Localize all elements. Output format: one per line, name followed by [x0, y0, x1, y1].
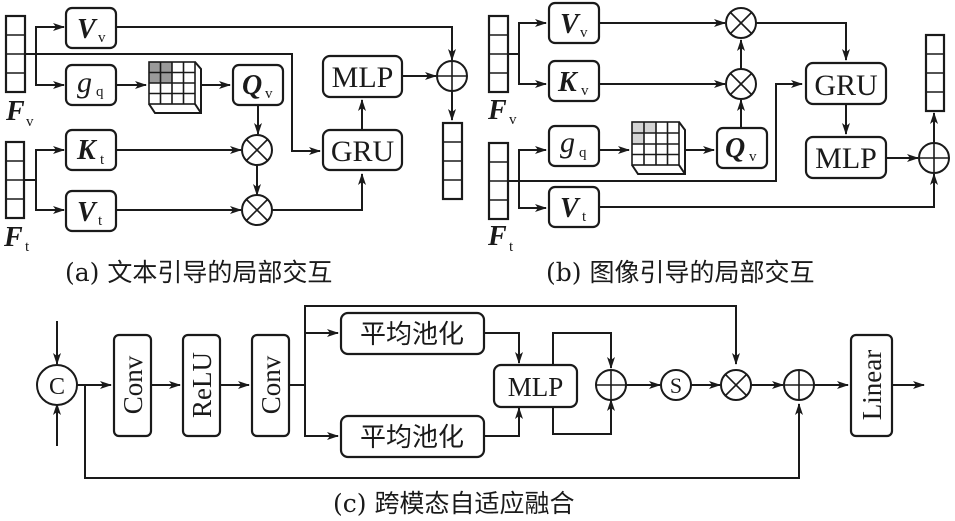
edge-ft-b-to-gq: [508, 146, 547, 182]
edge-vt-b-to-add: [599, 173, 938, 208]
caption-c: (c) 跨模态自适应融合: [333, 489, 574, 518]
node-pool-bottom-label: 平均池化: [360, 423, 464, 453]
feature-vector-ft-b: [487, 141, 510, 221]
node-mlp-c: [492, 363, 579, 409]
sigmoid-op: S: [660, 369, 692, 401]
edge-ft-to-kt: [24, 146, 65, 181]
edge-mlp-bottom-to-add: [552, 399, 615, 435]
feature-vector-fv: [4, 14, 27, 94]
multiply-op-b1: [725, 68, 757, 100]
attention-grid-a: [148, 61, 202, 114]
output-vector-a: [441, 121, 464, 201]
attention-grid-b: [631, 121, 686, 175]
edge-mul2-to-gru: [272, 173, 366, 211]
node-gq-sub: q: [96, 84, 104, 100]
caption-a: (a) 文本引导的局部交互: [65, 258, 332, 287]
edge-ft-b-to-vt: [518, 181, 547, 212]
node-relu-label: ReLU: [187, 352, 217, 418]
node-vt-main: V: [77, 197, 98, 228]
node-pool-top-label: 平均池化: [360, 320, 464, 350]
label-ft-b-main: F: [487, 221, 507, 252]
node-gru-b-label: GRU: [814, 69, 878, 102]
concat-label: C: [49, 374, 65, 400]
add-op-c2: [783, 369, 815, 401]
label-ft-b-sub: t: [509, 239, 514, 255]
multiply-op-a1: [241, 134, 273, 166]
edge-pool-bottom-to-mlp: [484, 407, 523, 437]
panel-c: C Conv ReLU Conv 平均池化 平均池化 MLP: [36, 305, 925, 518]
label-fv-main: F: [5, 96, 25, 127]
label-fv-sub: v: [26, 114, 34, 130]
add-op-b: [918, 142, 950, 174]
edge-conv2-to-pool-top: [304, 329, 339, 385]
node-gq-b-main: g: [560, 126, 575, 159]
output-vector-b: [924, 33, 946, 113]
multiply-op-c: [720, 369, 752, 401]
edge-ft-b-to-gru: [508, 80, 803, 182]
node-vt-b-main: V: [560, 193, 581, 224]
node-vv-main: V: [77, 14, 98, 45]
node-kv-b-sub: v: [581, 83, 589, 99]
add-op-a: [436, 60, 468, 92]
node-mlp-b-label: MLP: [815, 142, 877, 175]
edge-fv-b-to-kv: [518, 54, 547, 88]
multiply-op-a2: [241, 194, 273, 226]
edge-mul2-b-to-gru: [756, 22, 850, 61]
panel-a: F v F t V v g q: [3, 6, 468, 287]
node-gq-b: [547, 124, 601, 168]
node-gq-b-sub: q: [579, 145, 587, 161]
node-linear-label: Linear: [857, 350, 887, 420]
caption-b: (b) 图像引导的局部交互: [546, 258, 814, 287]
label-fv-b-sub: v: [509, 112, 517, 128]
edge-fv-to-gq: [35, 54, 65, 89]
node-kv-b-main: K: [557, 67, 579, 98]
node-qv-main: Q: [242, 70, 262, 101]
node-conv2-label: Conv: [256, 355, 286, 414]
node-qv-b-main: Q: [725, 133, 745, 164]
node-vt-sub: t: [98, 213, 103, 229]
edge-mlp-top-to-add: [552, 332, 615, 369]
feature-vector-ft: [4, 140, 26, 220]
node-gq-main: g: [77, 66, 92, 99]
label-ft-sub: t: [25, 239, 30, 255]
node-vv-b-main: V: [560, 9, 581, 40]
node-kt-main: K: [76, 135, 98, 166]
feature-vector-fv-b: [487, 14, 510, 94]
label-fv-b-main: F: [487, 95, 507, 126]
multiply-op-b2: [725, 7, 757, 39]
panel-b: F v F t V v K v g q: [487, 1, 950, 287]
edge-residual-skip: [84, 385, 803, 479]
concat-op: C: [36, 364, 78, 406]
edge-ft-to-vt: [35, 180, 65, 214]
node-conv1-label: Conv: [118, 355, 148, 414]
edge-fv-to-vv: [25, 23, 65, 55]
node-mlp-a-label: MLP: [332, 61, 394, 94]
node-qv-b-sub: v: [749, 149, 757, 165]
node-vv-b-sub: v: [580, 25, 588, 41]
node-vv-sub: v: [98, 30, 106, 46]
edge-conv2-to-multiply: [304, 305, 740, 365]
node-gru-a-label: GRU: [331, 135, 395, 168]
node-mlp-c-label: MLP: [508, 372, 564, 402]
node-vt-b-sub: t: [582, 209, 587, 225]
edge-conv2-to-pool-bottom: [304, 385, 339, 440]
node-kv-b: [547, 59, 601, 103]
label-ft-main: F: [3, 222, 23, 253]
edge-vv-to-add: [116, 26, 456, 61]
node-kt-sub: t: [100, 152, 105, 168]
edge-fv-b-to-vv: [508, 19, 547, 55]
edge-fv-to-gru: [25, 53, 321, 155]
sigmoid-label: S: [670, 373, 682, 398]
add-op-c1: [595, 369, 627, 401]
edge-pool-top-to-mlp: [484, 332, 523, 364]
node-qv-sub: v: [265, 86, 273, 102]
